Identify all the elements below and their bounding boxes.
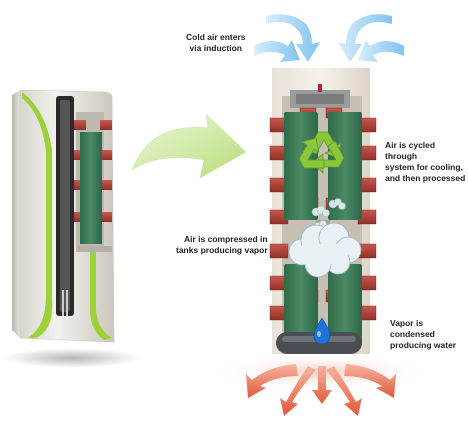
label-air-compressed: Air is compressed in tanks producing vap…: [176, 234, 268, 256]
recycle-icon: [298, 131, 345, 174]
label-cold-air: Cold air enters via induction: [186, 32, 246, 54]
device-vent-1: [62, 290, 64, 316]
device-shadow: [4, 348, 140, 368]
label-air-compressed-line-2: tanks producing vapor: [176, 245, 268, 255]
top-valve: [318, 84, 322, 92]
label-air-compressed-line-1: Air is compressed in: [184, 234, 268, 244]
label-cold-air-line-2: via induction: [189, 43, 242, 53]
hot-air-arrow-2: [280, 366, 316, 416]
label-vapor-condensed-line-1: Vapor is condensed: [390, 318, 435, 339]
cold-air-arrow-3: [338, 14, 392, 62]
hot-air-arrow-4: [344, 364, 396, 398]
cold-air-arrows: [254, 14, 404, 62]
cold-air-arrow-4: [358, 40, 404, 62]
vapor-cloud-icon: [288, 222, 362, 278]
water-drop-shine: [317, 331, 321, 337]
device-vent-2: [66, 290, 68, 316]
green-tank-bottom-right: [328, 264, 362, 344]
hot-air-arrows: [246, 364, 396, 416]
device-slot-inner: [60, 100, 70, 312]
device-side: [12, 90, 20, 338]
device-ledge: [78, 246, 112, 252]
green-tank-bottom-left: [284, 264, 318, 344]
label-vapor-condensed-line-2: producing water: [390, 340, 457, 350]
label-air-cycled-line-3: and then processed: [385, 173, 466, 183]
water-drop-icon: [313, 317, 331, 345]
green-tank-top-right: [328, 112, 362, 220]
lime-accent-right: [90, 252, 112, 340]
label-air-cycled: Air is cycled through system for cooling…: [385, 140, 468, 184]
cold-air-arrow-1: [254, 40, 300, 62]
label-air-cycled-line-2: system for cooling,: [385, 162, 463, 172]
lime-accent-left: [22, 92, 53, 338]
label-cold-air-line-1: Cold air enters: [186, 32, 246, 42]
device-green-panel: [80, 132, 102, 244]
hot-air-arrow-1: [246, 364, 298, 398]
device-exterior: [4, 89, 140, 368]
transition-arrow: [131, 113, 247, 179]
hot-air-arrow-3: [326, 366, 362, 416]
top-tray-inner: [296, 94, 344, 104]
hot-air-arrow-5: [312, 366, 332, 404]
cold-air-arrow-2: [266, 14, 320, 62]
green-tank-top-left: [284, 112, 318, 220]
label-vapor-condensed: Vapor is condensed producing water: [390, 318, 468, 351]
label-air-cycled-line-1: Air is cycled through: [385, 140, 436, 161]
